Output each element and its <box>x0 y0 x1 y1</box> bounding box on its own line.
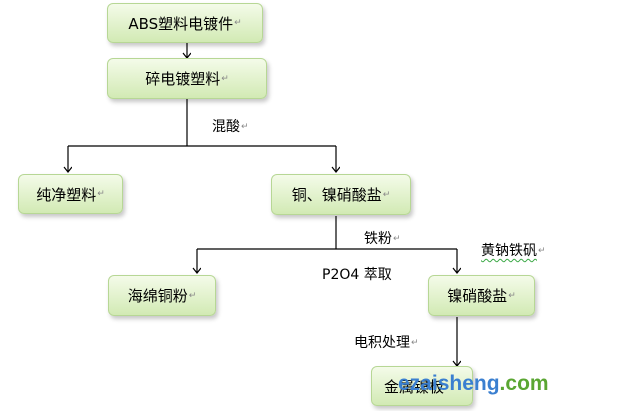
watermark-tld: com <box>505 372 549 395</box>
node-copper-nickel-salt-text: 铜、镍硝酸盐 <box>291 186 382 204</box>
node-crushed-plastic: 碎电镀塑料↵ <box>107 58 267 99</box>
paragraph-mark-icon: ↵ <box>97 189 105 199</box>
node-nickel-nitrate-text: 镍硝酸盐 <box>447 287 508 305</box>
node-sponge-copper: 海绵铜粉↵ <box>108 275 216 316</box>
paragraph-mark-icon: ↵ <box>393 234 401 244</box>
label-electrowinning: 电积处理↵ <box>354 335 419 351</box>
paragraph-mark-icon: ↵ <box>382 189 391 200</box>
node-crushed-plastic-text: 碎电镀塑料 <box>145 70 221 88</box>
watermark-brand: ezaisheng <box>398 372 500 395</box>
paragraph-mark-icon: ↵ <box>241 122 249 132</box>
node-abs-plating: ABS塑料电镀件↵ <box>107 3 263 43</box>
node-sponge-copper-text: 海绵铜粉 <box>127 287 188 305</box>
paragraph-mark-icon: ↵ <box>221 73 229 84</box>
paragraph-mark-icon: ↵ <box>411 338 419 348</box>
watermark-logo: ezaisheng.com <box>398 372 549 396</box>
node-copper-nickel-salt: 铜、镍硝酸盐↵ <box>271 174 411 215</box>
paragraph-mark-icon: ↵ <box>538 246 546 256</box>
label-iron-powder: 铁粉↵ <box>364 231 401 247</box>
node-pure-plastic-text: 纯净塑料 <box>36 185 97 204</box>
watermark-dot: . <box>499 372 506 395</box>
label-jarosite: 黄钠铁矾↵ <box>481 243 546 259</box>
node-pure-plastic: 纯净塑料↵ <box>18 174 123 214</box>
label-p2o4-extraction: P2O4 萃取 <box>322 267 392 283</box>
node-abs-plating-text: ABS塑料电镀件 <box>128 14 234 33</box>
node-nickel-nitrate: 镍硝酸盐↵ <box>428 275 535 316</box>
node-metal-nickel-text: 金属镍板 <box>384 377 445 396</box>
label-mixed-acid: 混酸↵ <box>212 119 249 135</box>
paragraph-mark-icon: ↵ <box>234 18 242 28</box>
paragraph-mark-icon: ↵ <box>188 290 197 301</box>
paragraph-mark-icon: ↵ <box>508 290 516 301</box>
node-metal-nickel: 金属镍板 <box>371 366 473 406</box>
